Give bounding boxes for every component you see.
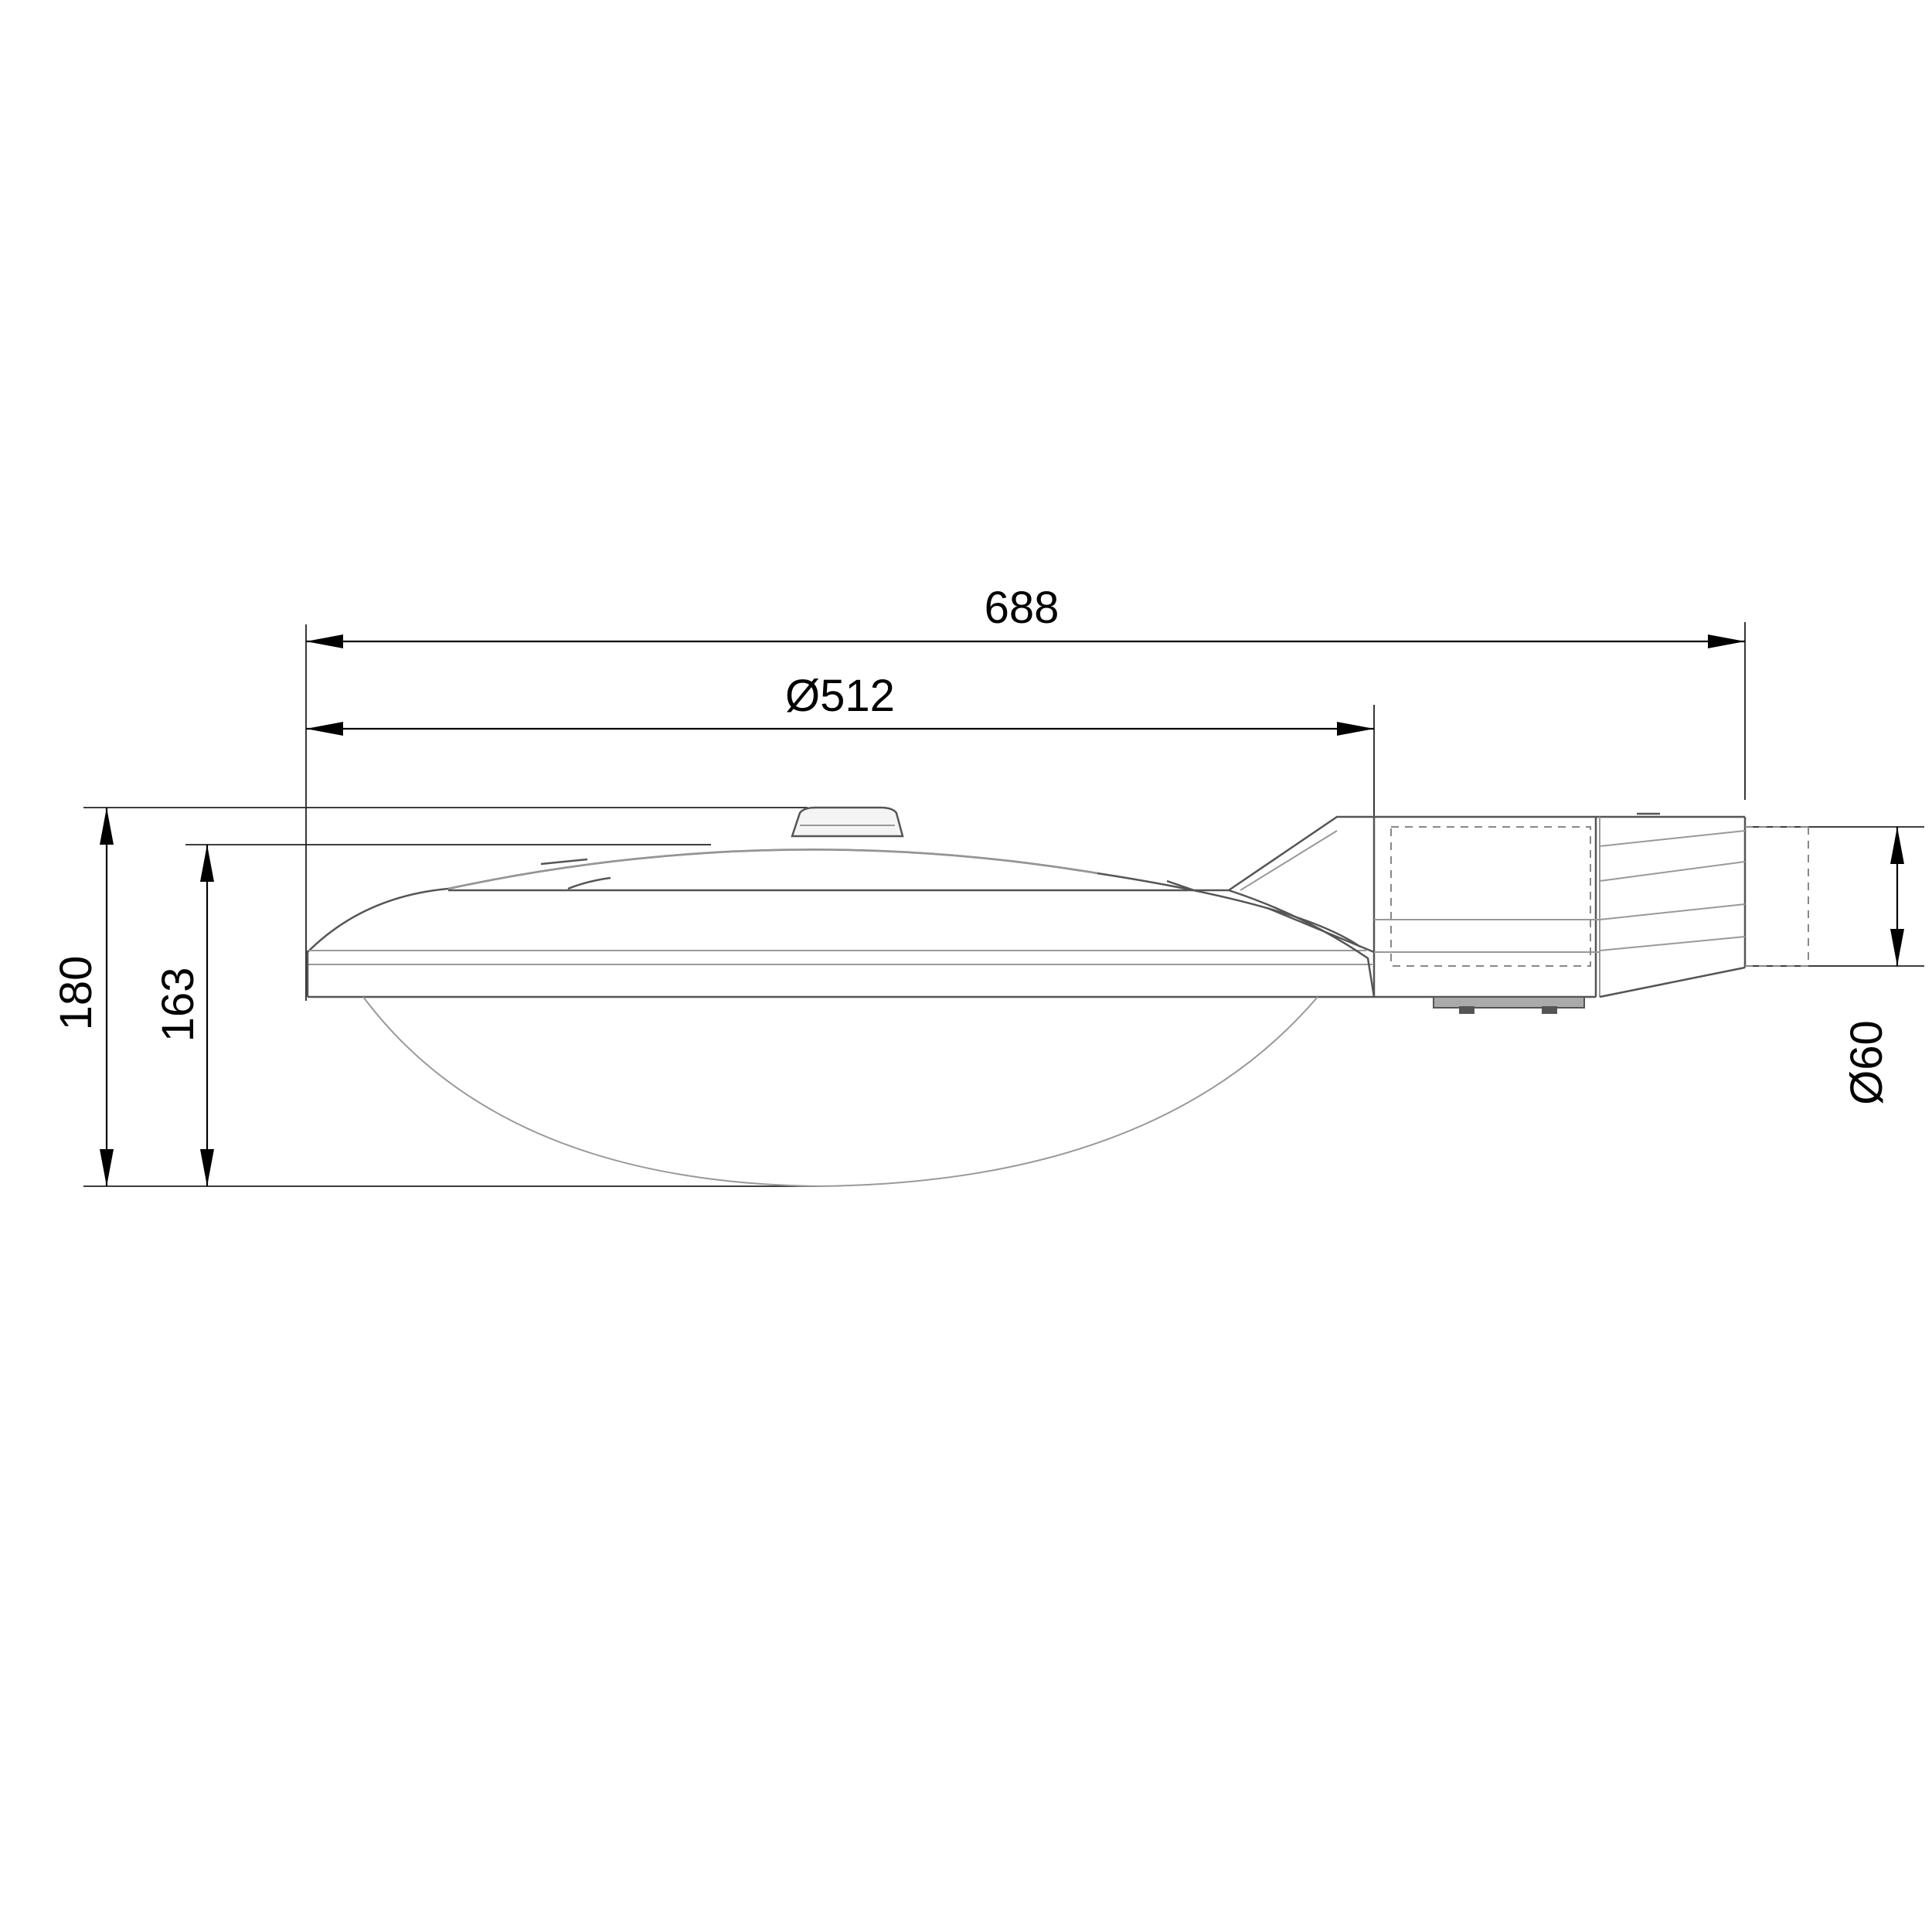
spigot-diameter-label: Ø60 — [1842, 1020, 1892, 1105]
clamp-line-2 — [1599, 861, 1746, 882]
top-cover-outline — [307, 849, 1361, 953]
socket-outline — [791, 806, 904, 838]
clamp-line-3 — [1599, 903, 1746, 920]
arrow-bottom — [200, 1149, 214, 1186]
top-socket — [791, 806, 904, 838]
arrow-bottom — [1890, 929, 1904, 966]
dimension-spigot-diameter: Ø60 — [1745, 826, 1924, 1105]
neck-upper — [1228, 815, 1374, 892]
cover-mark-left — [540, 858, 588, 866]
overall-length-label: 688 — [985, 583, 1060, 633]
arrow-right — [1708, 634, 1745, 648]
arrow-top — [1890, 827, 1904, 864]
bottom-block — [1433, 996, 1585, 1009]
cover-mark-left-2 — [567, 876, 611, 890]
arrow-right — [1337, 722, 1374, 736]
spigot-bore-hidden — [1390, 826, 1591, 967]
arrow-top — [200, 845, 214, 882]
arrow-bottom — [100, 1149, 114, 1186]
neck-inner — [1240, 830, 1338, 891]
cover-mark-right — [1166, 879, 1195, 892]
screw-left — [1459, 1006, 1475, 1014]
housing-height-label: 163 — [153, 968, 203, 1043]
screw-right — [1542, 1006, 1557, 1014]
diffuser-bowl — [362, 996, 1318, 1188]
arrow-left — [306, 722, 343, 736]
arrow-top — [100, 808, 114, 845]
clamp-bottom — [1599, 966, 1746, 998]
mounting-neck — [1228, 815, 1375, 954]
dimension-housing-height: 163 — [153, 844, 711, 1186]
dimension-overall-length: 688 — [305, 583, 1746, 1001]
neck-lower — [1267, 906, 1375, 954]
overall-height-label: 180 — [51, 956, 101, 1031]
dimension-overall-height: 180 — [51, 807, 819, 1187]
arrow-left — [306, 634, 343, 648]
rim-right-end — [1228, 889, 1376, 998]
clamp-line-1 — [1599, 830, 1746, 847]
housing-diameter-label: Ø512 — [785, 671, 895, 721]
spigot-housing — [1372, 812, 1809, 1014]
clamp-line-4 — [1599, 936, 1746, 951]
luminaire-housing — [306, 849, 1376, 1188]
dimension-housing-diameter: Ø512 — [306, 671, 1375, 997]
upper-dome — [447, 849, 1098, 889]
